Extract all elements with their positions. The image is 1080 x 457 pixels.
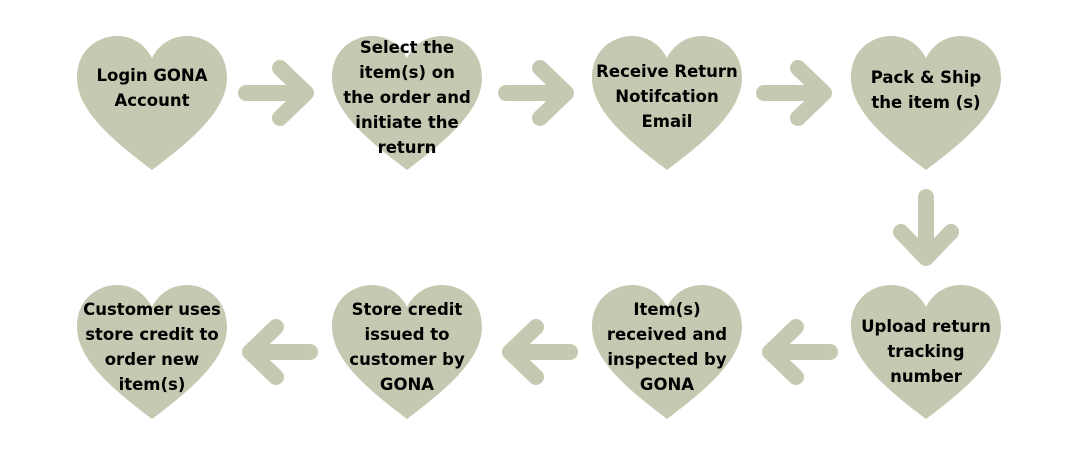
step-6-label: Item(s) received and inspected by GONA xyxy=(592,297,742,397)
arrow-right-icon xyxy=(756,60,832,126)
step-8-line: store credit to xyxy=(85,325,219,344)
step-6-line: received and xyxy=(606,325,728,344)
step-3-heart xyxy=(592,36,742,170)
step-3-label: Receive Return Notifcation Email xyxy=(592,59,742,134)
step-1-line: Account xyxy=(114,91,190,110)
step-3-line: Receive Return xyxy=(596,62,738,81)
step-6-line: GONA xyxy=(639,375,695,394)
step-1-label: Login GONA Account xyxy=(77,63,227,113)
step-1-line: Login GONA xyxy=(96,66,208,85)
step-1-heart xyxy=(77,36,227,170)
step-2-line: item(s) on xyxy=(359,63,455,82)
step-5-line: tracking xyxy=(887,342,965,361)
step-5-label: Upload return tracking number xyxy=(851,314,1001,389)
step-2-heart xyxy=(332,36,482,170)
step-2-line: initiate the xyxy=(355,113,459,132)
step-7-line: Store credit xyxy=(351,300,463,319)
step-7-heart xyxy=(332,285,482,419)
step-5-line: number xyxy=(890,367,962,386)
step-6-line: Item(s) xyxy=(633,300,701,319)
step-8-line: item(s) xyxy=(118,375,186,394)
step-4-label: Pack & Ship the item (s) xyxy=(851,65,1001,115)
step-5-heart xyxy=(851,285,1001,419)
arrow-down-icon xyxy=(893,189,959,266)
step-7-label: Store credit issued to customer by GONA xyxy=(332,297,482,397)
step-7-line: issued to xyxy=(364,325,450,344)
step-4-heart xyxy=(851,36,1001,170)
step-2-line: return xyxy=(377,138,437,157)
step-2-line: Select the xyxy=(359,38,455,57)
step-8-heart xyxy=(77,285,227,419)
step-4-line: the item (s) xyxy=(871,93,981,112)
step-3-line: Notifcation xyxy=(615,87,719,106)
step-2-line: the order and xyxy=(343,88,471,107)
step-7-line: GONA xyxy=(379,375,435,394)
arrow-left-icon xyxy=(502,319,578,385)
step-8-line: order new xyxy=(104,350,200,369)
step-5-line: Upload return xyxy=(861,317,991,336)
step-8-label: Customer uses store credit to order new … xyxy=(77,297,227,397)
step-6-line: inspected by xyxy=(607,350,727,369)
step-7-line: customer by xyxy=(349,350,465,369)
arrow-right-icon xyxy=(498,60,574,126)
step-8-line: Customer uses xyxy=(83,300,221,319)
step-4-line: Pack & Ship xyxy=(870,68,982,87)
step-3-line: Email xyxy=(641,112,693,131)
step-2-label: Select the item(s) on the order and init… xyxy=(332,35,482,160)
step-6-heart xyxy=(592,285,742,419)
arrow-right-icon xyxy=(238,60,314,126)
arrow-left-icon xyxy=(762,319,838,385)
arrow-left-icon xyxy=(242,319,318,385)
